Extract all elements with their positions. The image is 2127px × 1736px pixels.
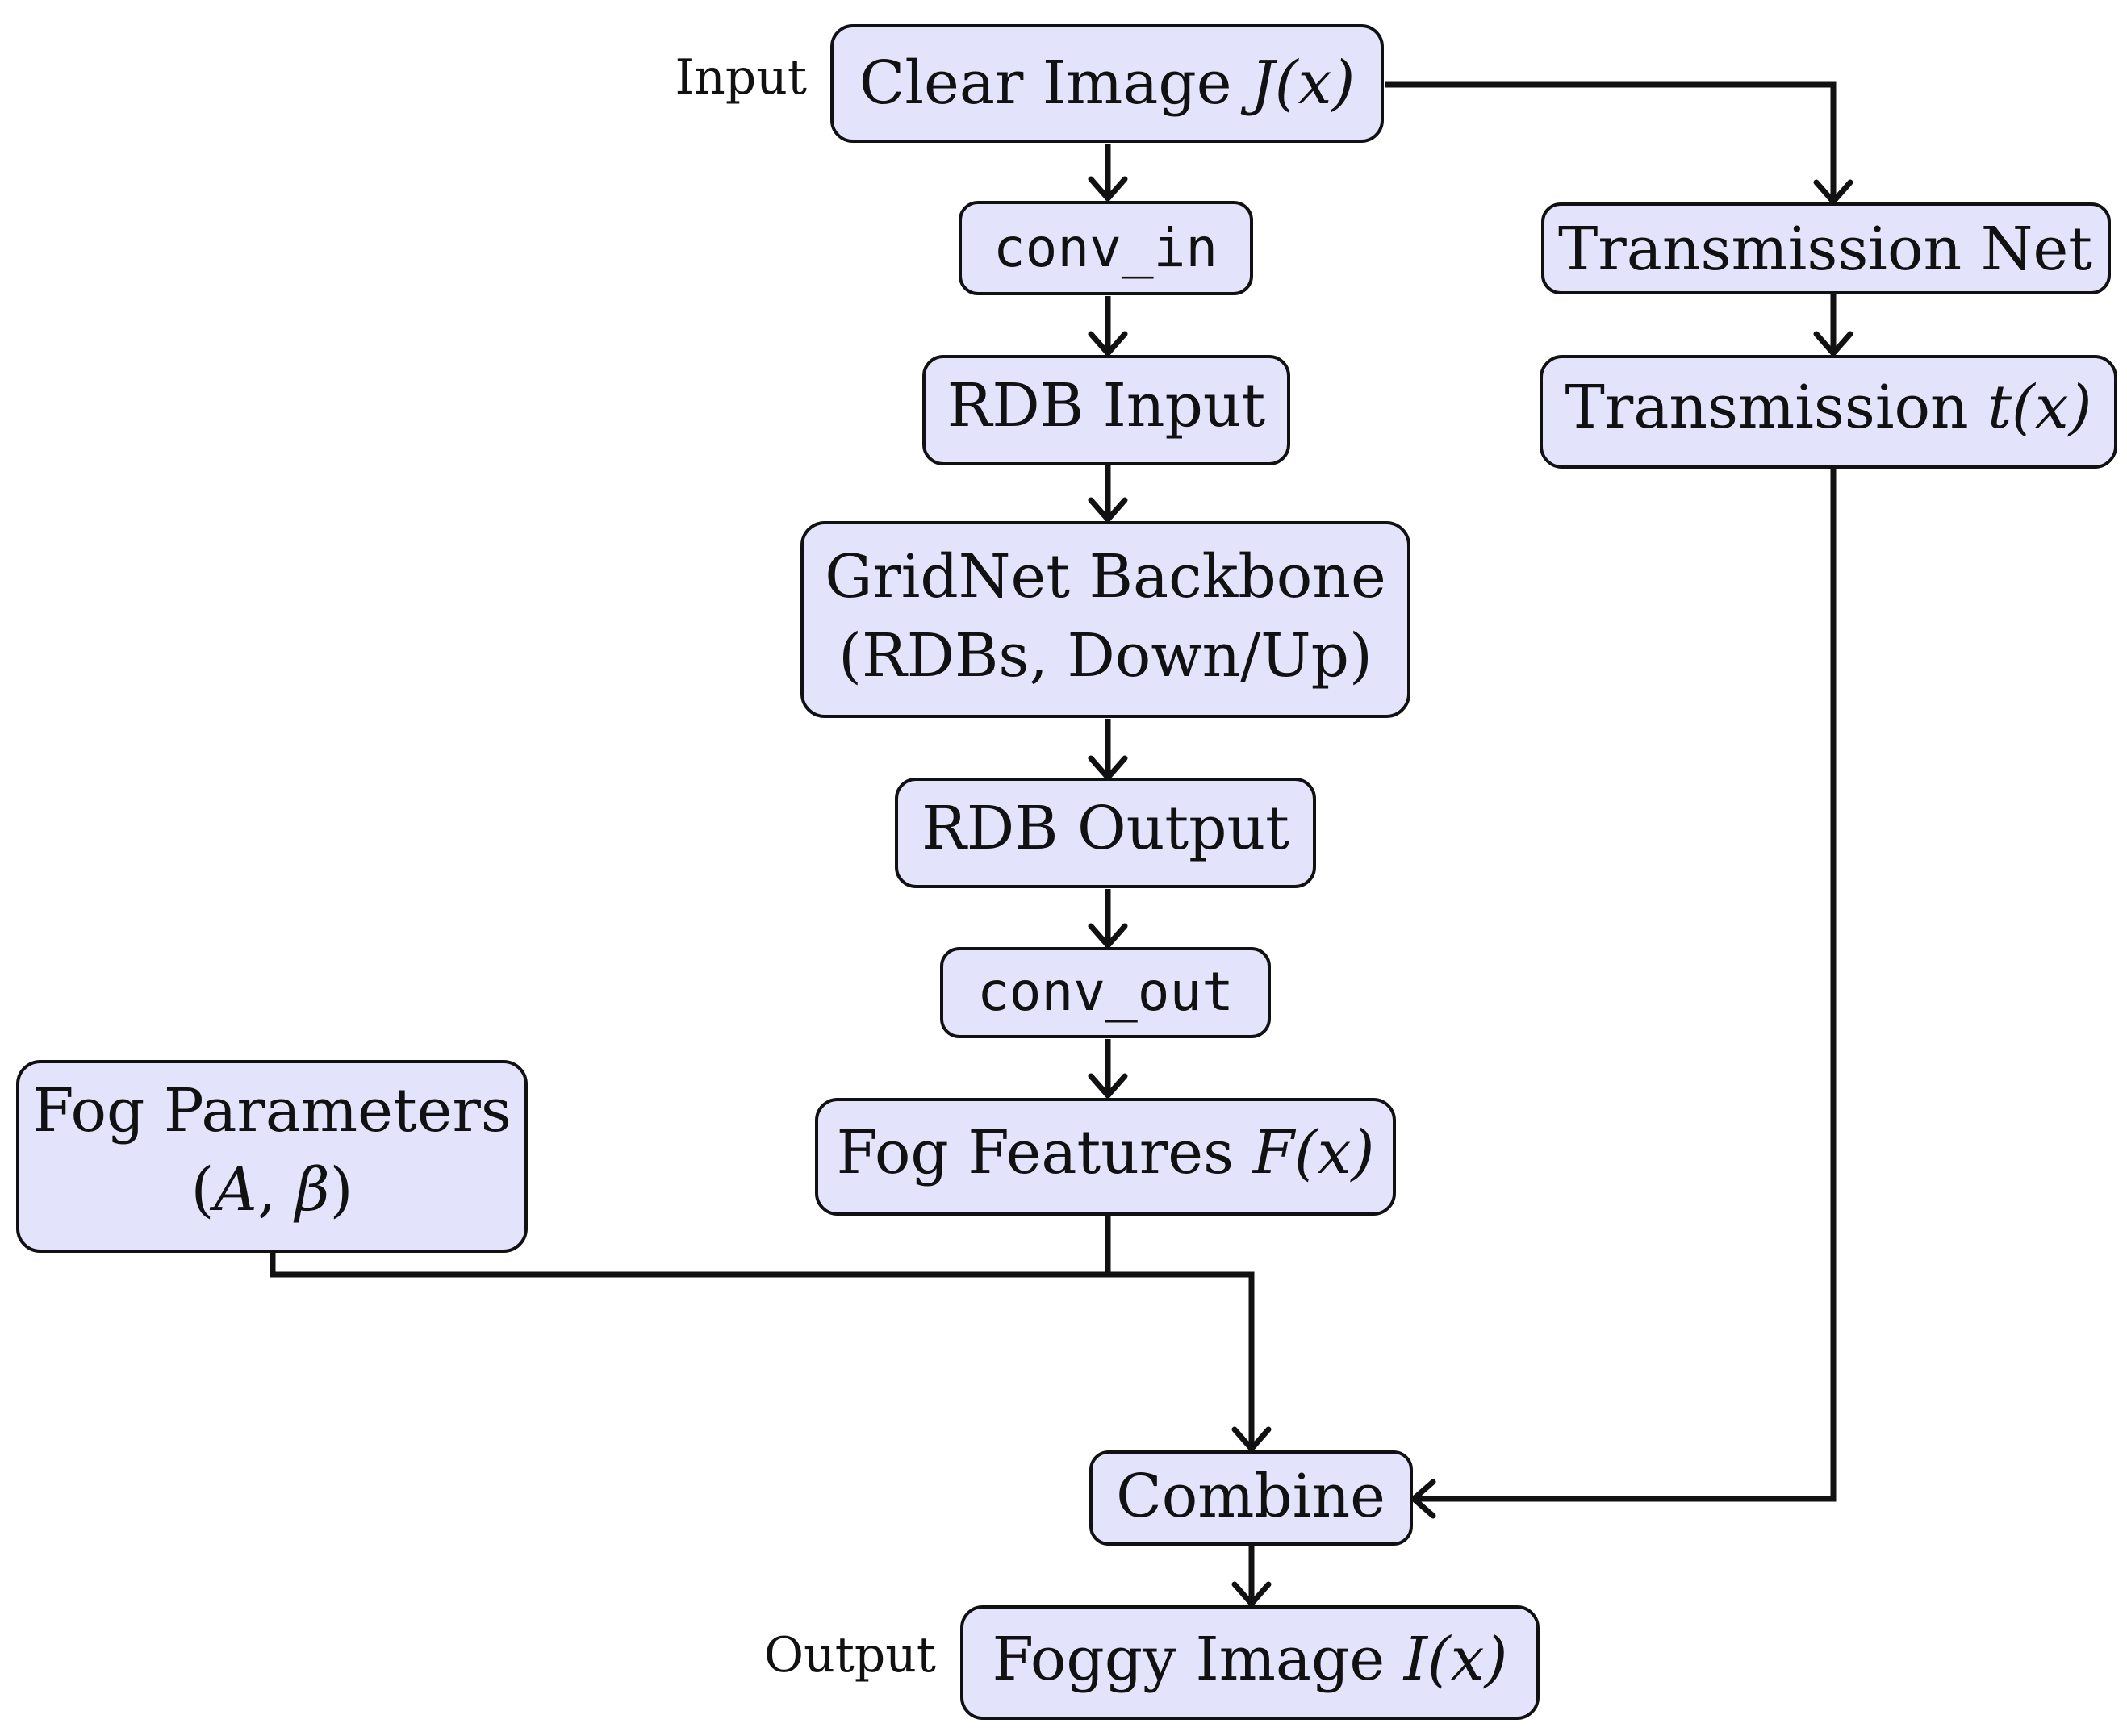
transmission-net-label: Transmission Net	[1558, 215, 2092, 284]
output-label: Output	[764, 1627, 936, 1684]
node-fog-features: Fog Features F(x)	[815, 1098, 1396, 1216]
arrowhead-foggy-image	[1231, 1581, 1272, 1607]
gridnet-label-line2: (RDBs, Down/Up)	[838, 621, 1373, 691]
edge-fog-parameters-to-combine	[270, 1253, 1255, 1446]
arrowhead-conv-out	[1088, 923, 1128, 949]
fog-parameters-close: )	[330, 1155, 353, 1225]
arrowhead-conv-in	[1088, 176, 1128, 202]
rdb-input-label: RDB Input	[947, 371, 1266, 440]
node-conv-in: conv_in	[959, 201, 1253, 295]
transmission-label: Transmission	[1565, 373, 1988, 442]
fog-parameters-a: A	[209, 1155, 257, 1225]
rdb-output-label: RDB Output	[921, 794, 1289, 863]
node-gridnet-backbone: GridNet Backbone (RDBs, Down/Up)	[800, 521, 1410, 718]
node-conv-out: conv_out	[940, 947, 1271, 1038]
conv-out-label: conv_out	[977, 961, 1234, 1023]
node-fog-parameters: Fog Parameters (A, β)	[16, 1060, 528, 1253]
node-transmission-net: Transmission Net	[1541, 202, 2111, 294]
svg-text:Foggy Image I(x): Foggy Image I(x)	[992, 1625, 1508, 1694]
arrowhead-transmission	[1813, 331, 1853, 357]
svg-text:Transmission t(x): Transmission t(x)	[1565, 373, 2092, 442]
node-rdb-output: RDB Output	[895, 778, 1316, 888]
fog-parameters-beta: β	[293, 1155, 330, 1225]
svg-text:Clear Image J(x): Clear Image J(x)	[859, 48, 1355, 118]
fog-parameters-open: (	[190, 1155, 214, 1225]
transmission-math: t(x)	[1987, 373, 2091, 442]
arrowhead-combine-top	[1231, 1426, 1272, 1452]
node-combine: Combine	[1089, 1450, 1413, 1546]
fog-features-label: Fog Features	[837, 1118, 1253, 1187]
arrowhead-combine-right	[1410, 1479, 1436, 1519]
fog-parameters-sep: ,	[257, 1155, 295, 1225]
node-clear-image: Clear Image J(x)	[830, 24, 1384, 143]
node-foggy-image: Foggy Image I(x)	[960, 1605, 1540, 1720]
svg-text:Fog Features F(x): Fog Features F(x)	[837, 1118, 1375, 1187]
arrowhead-rdb-input	[1088, 331, 1128, 357]
input-label: Input	[675, 49, 807, 106]
node-rdb-input: RDB Input	[922, 355, 1290, 465]
foggy-image-math: I(x)	[1402, 1625, 1508, 1694]
svg-text:(A, β): (A, β)	[190, 1155, 353, 1225]
fog-features-math: F(x)	[1252, 1118, 1375, 1187]
clear-image-label: Clear Image	[859, 48, 1251, 118]
combine-label: Combine	[1116, 1462, 1385, 1531]
clear-image-math: J(x)	[1240, 48, 1355, 118]
conv-in-label: conv_in	[993, 217, 1218, 279]
foggy-image-label: Foggy Image	[992, 1625, 1404, 1694]
gridnet-label-line1: GridNet Backbone	[825, 542, 1385, 611]
node-transmission: Transmission t(x)	[1540, 355, 2117, 469]
fog-parameters-label-line1: Fog Parameters	[32, 1076, 512, 1146]
arrowhead-fog-features	[1088, 1073, 1128, 1099]
edge-transmission-to-combine	[1417, 469, 1837, 1502]
arrowhead-gridnet	[1088, 497, 1128, 523]
edges	[270, 81, 1853, 1607]
arrowhead-transmission-net	[1813, 179, 1853, 205]
edge-clear-image-to-transmission-net	[1385, 81, 1837, 198]
